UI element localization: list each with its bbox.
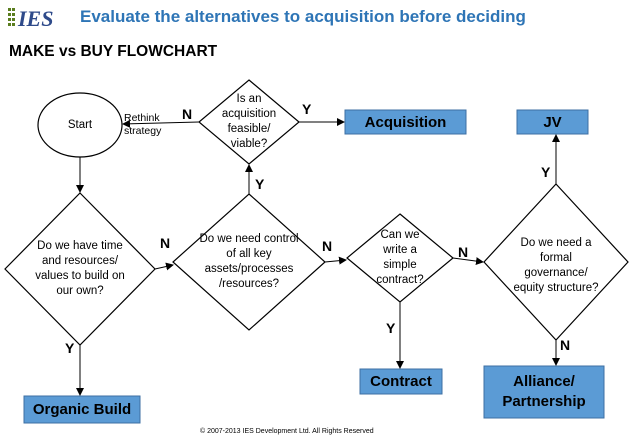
y-organic-label: Y xyxy=(65,340,75,356)
ies-logo: IES xyxy=(8,6,53,30)
rethink-strategy-label: Rethink strategy xyxy=(124,112,162,137)
n-control-label: N xyxy=(322,238,333,254)
acquisition-box xyxy=(344,109,467,135)
acquisition-label: Acquisition xyxy=(364,113,447,131)
start-label: Start xyxy=(67,118,93,131)
formal-governance-label: Do we need a formal governance/ equity s… xyxy=(513,237,599,294)
y-jv-label: Y xyxy=(541,164,551,180)
feasible-to-start-connector xyxy=(122,119,200,128)
control-label: Do we need control of all key assets/pro… xyxy=(199,233,299,290)
header-title: Evaluate the alternatives to acquisition… xyxy=(80,7,526,26)
y-control-label: Y xyxy=(255,176,265,192)
contract-decision-to-governance-connector xyxy=(452,257,484,266)
control-decision xyxy=(172,193,326,331)
organic-build-box xyxy=(23,395,141,424)
n-contract-label: N xyxy=(458,244,469,260)
n-time-label: N xyxy=(160,235,171,251)
y-contract-label: Y xyxy=(386,320,396,336)
jv-box xyxy=(516,109,589,135)
flowchart-title: MAKE vs BUY FLOWCHART xyxy=(9,43,218,60)
time-to-control-connector xyxy=(154,262,174,271)
alliance-label: Alliance/ Partnership xyxy=(502,373,586,410)
y-acquisition-label: Y xyxy=(302,101,312,117)
n-rethink-label: N xyxy=(182,106,193,122)
contract-label: Contract xyxy=(370,373,432,390)
simple-contract-label: Can we write a simple contract? xyxy=(376,229,424,286)
control-to-contract-decision-connector xyxy=(324,256,347,265)
n-alliance-label: N xyxy=(560,337,571,353)
alliance-box xyxy=(483,365,605,419)
copyright-footer: © 2007-2013 IES Development Ltd. All Rig… xyxy=(200,428,374,435)
contract-box xyxy=(359,368,443,395)
organic-build-label: Organic Build xyxy=(32,401,132,418)
acquisition-feasible-label: Is an acquisition feasible/ viable? xyxy=(221,93,277,150)
time-resources-label: Do we have time and resources/ values to… xyxy=(35,240,125,297)
logo-text: IES xyxy=(17,6,53,30)
jv-label: JV xyxy=(543,113,562,131)
